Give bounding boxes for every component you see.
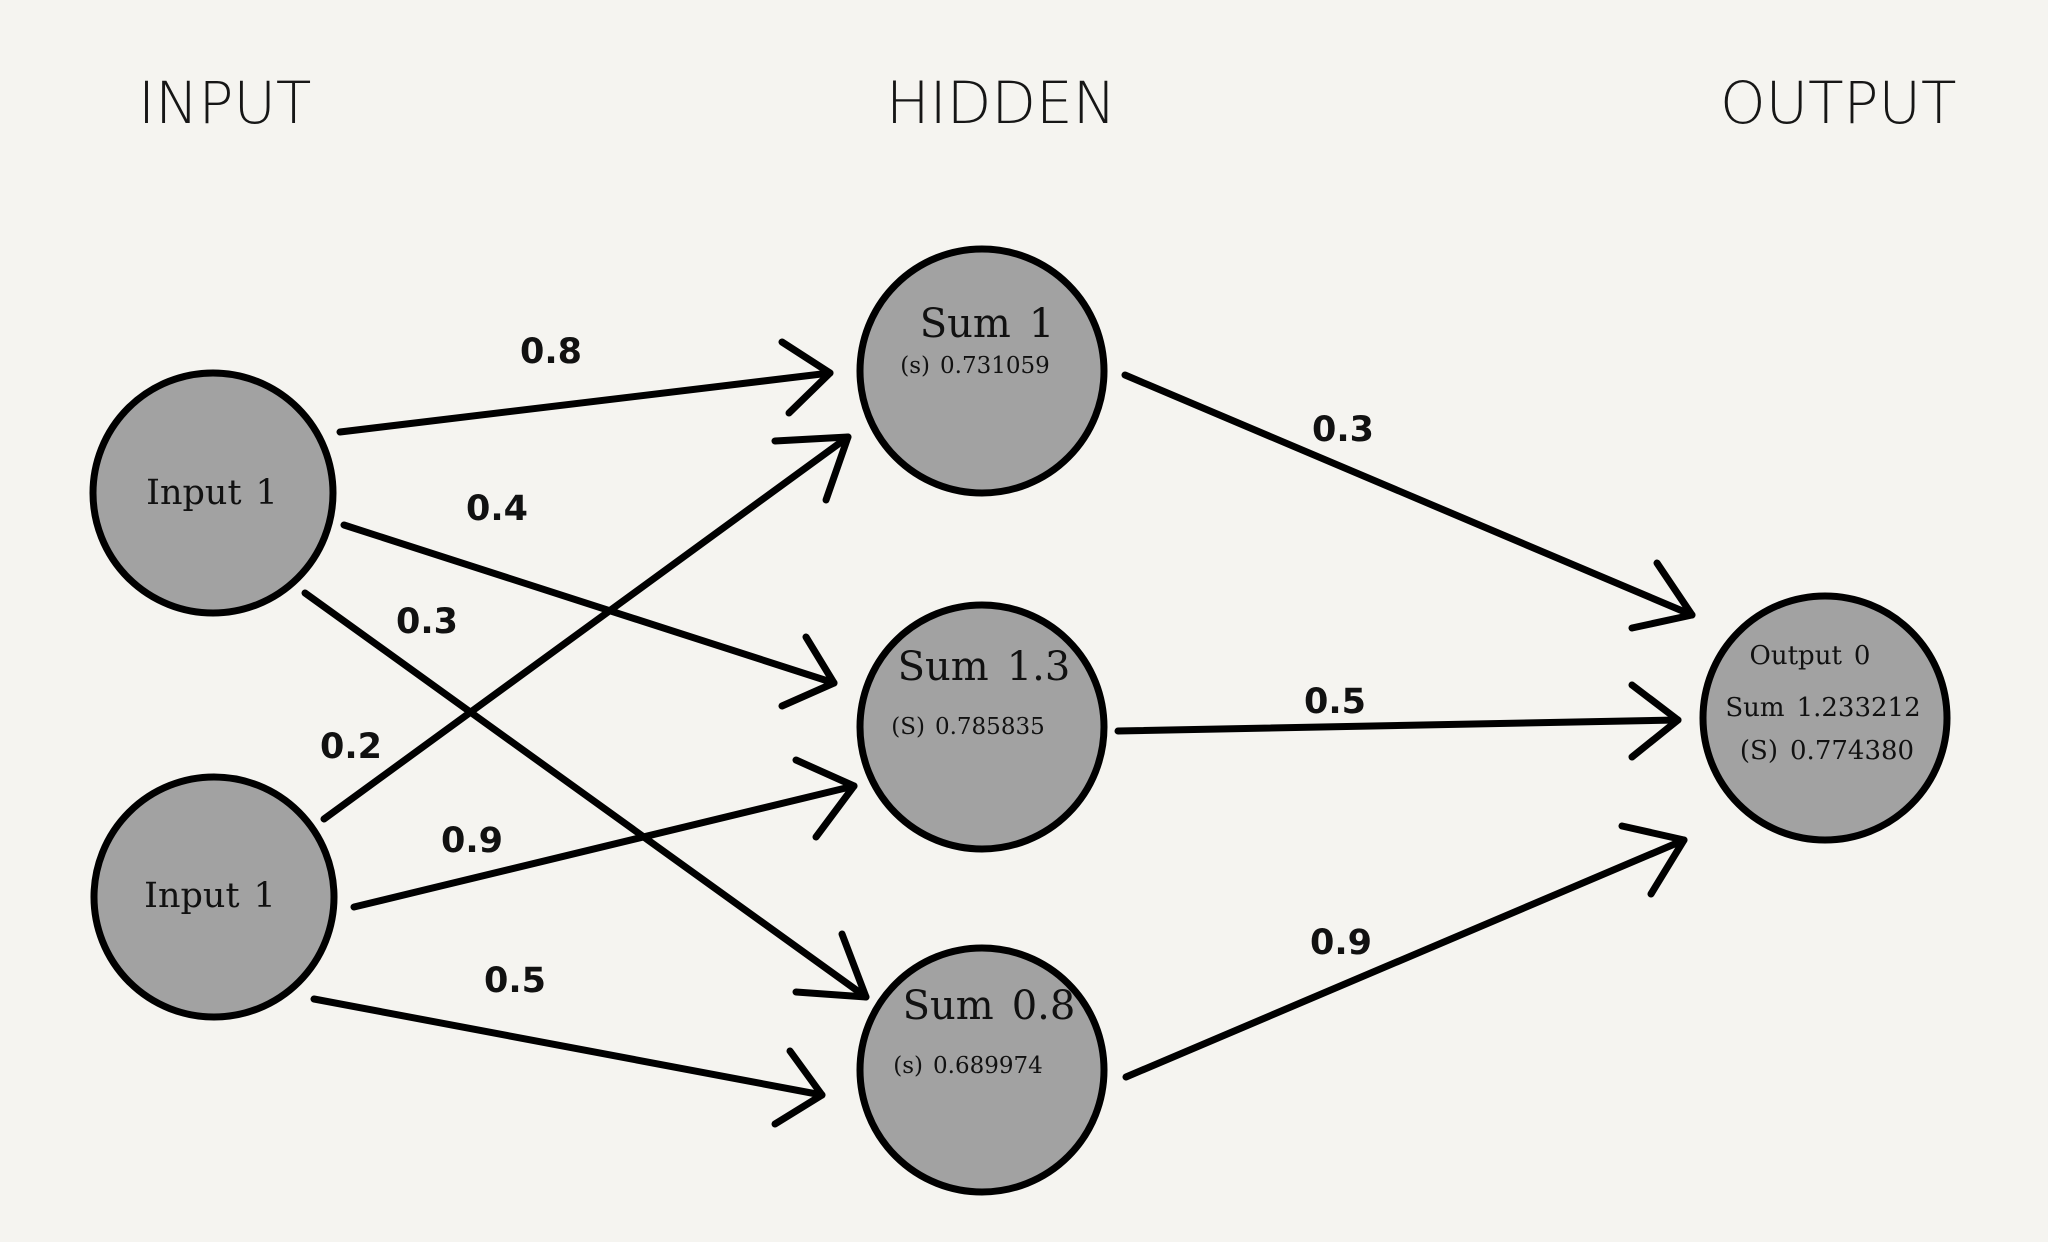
input-column-title: INPUT [138, 69, 311, 137]
arrowhead-in1-h1 [778, 338, 834, 417]
edge-in2-h3 [310, 995, 826, 1099]
arrowhead-in2-h1 [771, 433, 852, 504]
hidden-node-3-circle [856, 944, 1108, 1196]
weight-in1-h3: 0.3 [396, 602, 458, 642]
output-node-sigmoid: (S)0.774380 [1740, 736, 1914, 766]
edge-in1-h2 [340, 521, 838, 687]
edge-in2-h2 [350, 782, 858, 911]
edge-in2-h1 [320, 433, 852, 823]
weight-h2-out: 0.5 [1304, 682, 1366, 722]
hidden-node-2-sigmoid: (S)0.785835 [891, 714, 1044, 740]
arrowhead-in1-h2 [778, 633, 838, 710]
edge-h3-out [1122, 836, 1688, 1081]
output-node-circle [1699, 592, 1951, 844]
edge-in1-h3 [301, 589, 870, 1001]
weight-in2-h3: 0.5 [484, 961, 546, 1001]
edges-input-hidden [301, 338, 870, 1128]
output-column-title: OUTPUT [1720, 69, 1956, 137]
input-node-1-circle [89, 369, 337, 617]
arrowhead-in2-h3 [771, 1047, 826, 1128]
edge-h2-out [1114, 716, 1682, 735]
hidden-node-3-sigmoid: (s)0.689974 [893, 1053, 1043, 1079]
weight-in2-h1: 0.2 [320, 727, 382, 767]
arrowhead-h1-out [1628, 559, 1696, 632]
arrowhead-in2-h2 [792, 756, 858, 841]
weight-h3-out: 0.9 [1310, 923, 1372, 963]
weight-in1-h1: 0.8 [520, 332, 582, 372]
hidden-column-title: HIDDEN [886, 69, 1116, 137]
weight-h1-out: 0.3 [1312, 410, 1374, 450]
hidden-node-2-circle [856, 601, 1108, 853]
weight-in2-h2: 0.9 [441, 821, 503, 861]
hidden-node-1-sigmoid: (s)0.731059 [900, 353, 1050, 379]
arrowhead-h2-out [1628, 681, 1682, 761]
hidden-node-1-circle [856, 245, 1108, 497]
edges-hidden-output [1114, 371, 1696, 1081]
edge-h1-out [1121, 371, 1696, 619]
arrowhead-h3-out [1618, 822, 1688, 898]
weight-in1-h2: 0.4 [466, 489, 528, 529]
edge-in1-h1 [336, 369, 834, 436]
arrowhead-in1-h3 [792, 930, 870, 1001]
input-node-2-circle [90, 773, 338, 1021]
